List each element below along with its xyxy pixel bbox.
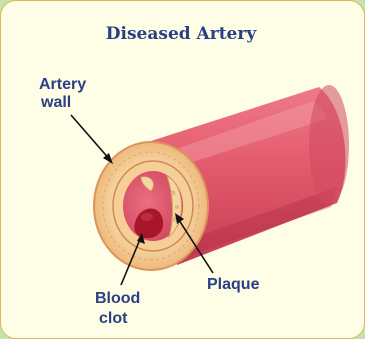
label-blood-clot-line2: clot bbox=[99, 310, 128, 327]
plaque-speck bbox=[175, 205, 179, 209]
diagram-title: Diseased Artery bbox=[106, 24, 258, 44]
artery-far-end bbox=[309, 85, 349, 205]
plaque-speck bbox=[171, 191, 176, 196]
plaque-speck bbox=[172, 217, 177, 222]
label-plaque: Plaque bbox=[207, 276, 260, 293]
label-blood-clot-line1: Blood bbox=[95, 290, 140, 307]
label-artery-wall-line2: wall bbox=[40, 94, 71, 111]
blood-clot-highlight bbox=[141, 213, 153, 221]
label-artery-wall-line1: Artery bbox=[39, 76, 86, 93]
pointer-artery-wall bbox=[71, 115, 111, 161]
